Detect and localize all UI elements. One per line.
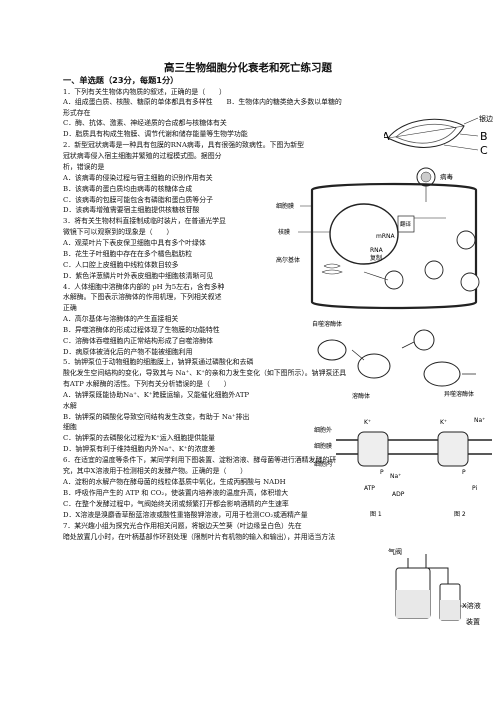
text-line: C．在整个发酵过程中，气阀始终关闭或频繁打开都会影响酒精的产生速率: [63, 500, 289, 508]
virus-infection-figure: 病毒 细胞膜 核膜 mRNA 翻译 RNA 复制 高尔基体: [276, 167, 480, 310]
pump-inside-label: 细胞内: [314, 460, 332, 468]
nuclear-membrane-label: 核膜: [278, 228, 290, 236]
text-line: 酸化发生空间结构的变化，导致其与 Na⁺、K⁺的亲和力发生变化（如下图所示）。钠…: [63, 369, 347, 377]
autophagy-lysosome-label: 自噬溶酶体: [312, 320, 342, 328]
pump-p-label-2: P: [462, 469, 466, 476]
page-title: 高三生物细胞分化衰老和死亡练习题: [164, 62, 332, 74]
text-line: C．该病毒的包膜可能包含有磷脂和蛋白质等分子: [63, 196, 213, 204]
replication-label: 复制: [370, 254, 382, 262]
text-line: D．病原体被消化后的产物不能被细胞利用: [63, 348, 193, 356]
leaf-label-c: C: [480, 144, 488, 157]
lysosome-label: 溶酶体: [352, 392, 370, 400]
text-line: B．异噬溶酶体的形成过程体现了生物膜的功能特性: [63, 326, 220, 334]
text-line: 微镜下可以观察到的现象是（ ）: [63, 228, 174, 236]
pump-fig2-label: 图 2: [454, 511, 466, 518]
text-line: D．紫色洋葱鳞片叶外表皮细胞中细胞核清晰可见: [63, 272, 214, 280]
text-line: B．呼吸作用产生的 ATP 和 CO₂，使装置内培养液的温度升高，体积增大: [63, 489, 289, 497]
pump-k-label-1: K⁺: [364, 419, 371, 426]
device-label: 装置: [466, 617, 480, 626]
text-line: C．人口腔上皮细胞中线粒体数目较多: [63, 261, 179, 269]
text-line: C．酶、抗体、激素、神经递质的合成都与核糖体有关: [63, 119, 227, 127]
sodium-potassium-pump-figure: 细胞外 细胞膜 细胞内 Na⁺ K⁺ ATP ADP P Na⁺ K⁺ P Pi…: [314, 417, 492, 518]
text-line: 暗处放置几小时，在叶柄基部作环割处理（限制叶片有机物的输入和输出），并用适当方法: [63, 533, 336, 541]
text-line: D．该病毒增殖需要宿主细胞提供核糖核苷酸: [63, 206, 200, 214]
section-heading: 一、单选题（23分，每题1分）: [63, 75, 179, 85]
pump-membrane-label: 细胞膜: [314, 442, 332, 450]
text-line: B．该病毒的蛋白质均由病毒的核糖体合成: [63, 185, 193, 193]
text-line: 形式存在: [63, 109, 91, 117]
text-line: B．花生子叶细胞中存在在多个橘色脂肪粒: [63, 250, 193, 258]
text-line: 6．在适宜的温度等条件下，某同学利用下图装置、淀粉溶液、酵母菌等进行酒精发酵的研: [63, 456, 337, 464]
pump-outside-label: 细胞外: [314, 426, 332, 434]
text-line: 冠状病毒侵入宿主细胞并繁殖的过程模式图。据图分: [63, 152, 222, 160]
text-line: 水解酶。下图表示溶酶体的作用机理，下列相关叙述: [63, 293, 222, 301]
cell-membrane-label: 细胞膜: [276, 202, 294, 210]
text-line: A．组成蛋白质、核酸、糖原的单体都具有多样性 B．生物体内的糖类绝大多数以单糖的: [63, 98, 342, 106]
text-line: A．高尔基体与溶酶体的产生直接相关: [63, 315, 179, 323]
pump-adp-label: ADP: [392, 491, 405, 498]
pump-na-label-2: Na⁺: [474, 417, 485, 424]
text-line: 1．下列有关生物体内物质的叙述，正确的是（ ）: [63, 88, 226, 96]
pump-na-label-1: Na⁺: [390, 473, 401, 480]
text-line: 水解: [63, 402, 77, 410]
leaf-label-silver-edge: 银边: [479, 114, 493, 123]
text-line: 4．人体细胞中溶酶体内部的 pH 为5左右，含有多种: [63, 283, 225, 291]
text-line: C．溶酶体吞噬细胞内正常结构形成了自噬溶酶体: [63, 337, 213, 345]
virus-label: 病毒: [440, 172, 454, 181]
pump-fig1-label: 图 1: [370, 511, 382, 518]
text-line: A．该病毒的侵染过程与宿主细胞的识别作用有关: [63, 174, 213, 182]
pump-atp-label: ATP: [364, 485, 375, 492]
heterophagy-lysosome-label: 异噬溶酶体: [444, 390, 474, 398]
translation-label: 翻译: [400, 220, 412, 228]
valve-label: 气阀: [388, 547, 402, 556]
pump-p-label-1: P: [380, 469, 384, 476]
rna-label: RNA: [370, 247, 384, 254]
text-line: 析，错误的是: [63, 163, 105, 171]
pump-k-label-2: K⁺: [440, 419, 447, 426]
x-solution-label: X溶液: [462, 601, 481, 610]
text-line: D．脂质具有构成生物膜、调节代谢和储存能量等生物学功能: [63, 130, 248, 138]
text-line: 细胞: [63, 423, 77, 431]
lysosome-figure: 自噬溶酶体 异噬溶酶体 溶酶体: [312, 320, 476, 400]
text-line: 3．将有关生物材料直接制成临时装片，在普通光学显: [63, 217, 226, 225]
leaf-figure: 银边 A B C: [384, 114, 493, 157]
golgi-label: 高尔基体: [276, 256, 300, 264]
text-line: 5．钠钾泵位于动物细胞的细胞膜上，钠钾泵通过磷酸化和去磷: [63, 358, 254, 366]
text-line: A．钠钾泵既能协助Na⁺、K⁺跨膜运输，又能催化细胞外ATP: [63, 391, 250, 399]
text-line: 有ATP 水解酶的活性。下列有关分析错误的是（ ）: [63, 380, 231, 388]
text-line: 究，其中X溶液用于检测相关的发酵产物。正确的是（ ）: [63, 467, 248, 475]
text-line: 2．新型冠状病毒是一种具有包膜的RNA病毒，具有很强的致病性。下图为新型: [63, 141, 305, 149]
fermentation-apparatus-figure: 气阀 X溶液 装置: [388, 547, 481, 626]
text-line: D．X溶液是溴麝香草酚蓝溶液或酸性重铬酸钾溶液，可用于检测CO₂或酒精产量: [63, 511, 308, 519]
text-line: A．淀粉的水解产物在酵母菌的线粒体基质中氧化，生成丙酮酸与 NADH: [63, 478, 286, 486]
text-line: B．钠钾泵的磷酸化导致空间结构发生改变，有助于 Na⁺排出: [63, 413, 250, 421]
leaf-label-a: A: [384, 130, 390, 143]
text-line: D．钠钾泵有利于维持细胞内外Na⁺、K⁺的浓度差: [63, 445, 216, 453]
text-line: 7．某兴趣小组为探究光合作用相关问题，将银边天竺葵（叶边缘呈白色）先在: [63, 522, 302, 530]
text-line: C．钠钾泵的去磷酸化过程为K⁺运入细胞提供能量: [63, 434, 215, 442]
text-line: A．观菜叶片下表皮保卫细胞中具有多个叶绿体: [63, 239, 206, 247]
mrna-label: mRNA: [376, 233, 396, 240]
pump-pi-label: Pi: [472, 485, 477, 492]
text-line: 正确: [63, 304, 77, 312]
leaf-label-b: B: [480, 130, 488, 143]
